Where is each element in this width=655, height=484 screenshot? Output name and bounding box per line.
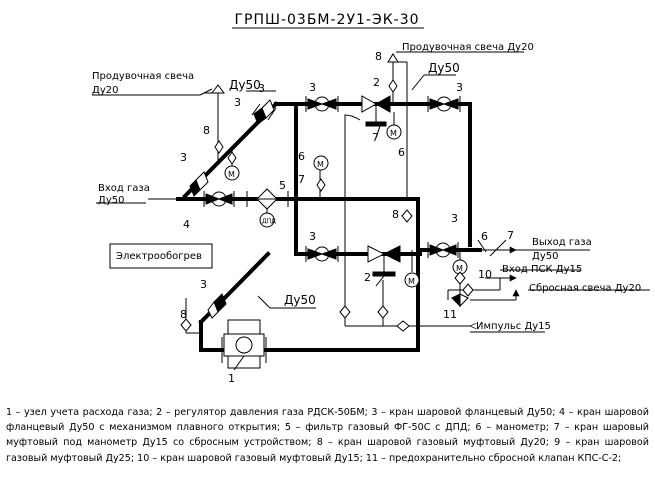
regulator-top [361,95,391,127]
pos-11: 11 [443,308,457,321]
pos-3-a: 3 [258,82,265,95]
purge-left-label-1: Продувочная свеча [92,71,194,82]
pos-5: 5 [279,179,286,192]
pos-7-b: 7 [298,173,305,186]
heater-box [109,243,213,269]
impulse-label: Импульс Ду15 [476,321,551,332]
pos-8-d: 8 [180,308,187,321]
thin-pipelines [148,53,520,334]
dn-label-bottom: Ду50 [284,293,316,307]
pos-1: 1 [228,372,235,385]
valve-inlet-4 [203,191,235,207]
pos-3-c: 3 [309,81,316,94]
regulator-mid [367,245,401,277]
valve-bottom-diag [207,293,227,319]
valve-mid-1 [305,246,339,262]
pos-3-h: 3 [200,278,207,291]
gauge-mid-right [404,272,420,288]
gauge-top [386,112,402,140]
gauge-letter-mid: М [317,160,324,169]
valve-top-1 [305,96,339,112]
pos-10: 10 [478,268,492,281]
diagram-title: ГРПШ-03БМ-2У1-ЭК-30 [234,12,419,28]
pos-3-g: 3 [451,212,458,225]
pos-3-f: 3 [309,230,316,243]
dn-label-top-left: Ду50 [229,78,261,92]
outlet-label-1: Выход газа [532,237,592,248]
purge-right-label: Продувочная свеча Ду20 [402,42,534,53]
dpd-label: ДПД [262,218,276,225]
dn-label-top-right: Ду50 [428,61,460,75]
pos-2-mid: 2 [364,271,371,284]
pos-4: 4 [183,218,190,231]
gauge-mid [313,155,329,171]
pos-3-d: 3 [456,81,463,94]
pos-8-c: 8 [392,208,399,221]
main-pipelines [176,101,482,352]
gas-regulation-scheme: ГРПШ-03БМ-2У1-ЭК-30 [92,12,650,385]
inlet-label-1: Вход газа [98,183,150,194]
inlet-label-2: Ду50 [98,195,124,206]
relief-valve [451,293,469,308]
discharge-label: Сбросная свеча Ду20 [529,283,641,294]
leader-lines [92,51,650,371]
outlet-label-2: Ду50 [532,251,558,262]
pos-7-a: 7 [372,131,379,144]
pos-7-c: 7 [507,229,514,242]
pos-6-b: 6 [298,150,305,163]
component-legend: 1 – узел учета расхода газа; 2 – регулят… [6,407,649,464]
pos-2-top: 2 [373,76,380,89]
valve-top-2 [427,96,461,112]
small-valves [180,79,474,332]
pos-6-c: 6 [481,230,488,243]
filter-dpd [246,188,289,228]
pos-8-a: 8 [375,50,382,63]
pos-8-b: 8 [203,124,210,137]
valve-outlet [427,242,459,258]
valve-inlet-diag [189,171,209,197]
gauge-letter-mid-right: М [408,277,415,286]
heater-label: Электрообогрев [116,251,202,262]
gauge-letter-top: М [390,129,397,138]
valve-top-left [251,99,277,125]
pos-3-e: 3 [180,151,187,164]
psk-inlet-label: Вход ПСК Ду15 [502,264,582,275]
gauge-letter-left: М [228,170,235,179]
pos-3-b: 3 [234,96,241,109]
pos-6-a: 6 [398,146,405,159]
gauge-letter-outlet: М [456,264,463,273]
purge-left-label-2: Ду20 [92,85,118,96]
flow-meter [221,319,267,369]
